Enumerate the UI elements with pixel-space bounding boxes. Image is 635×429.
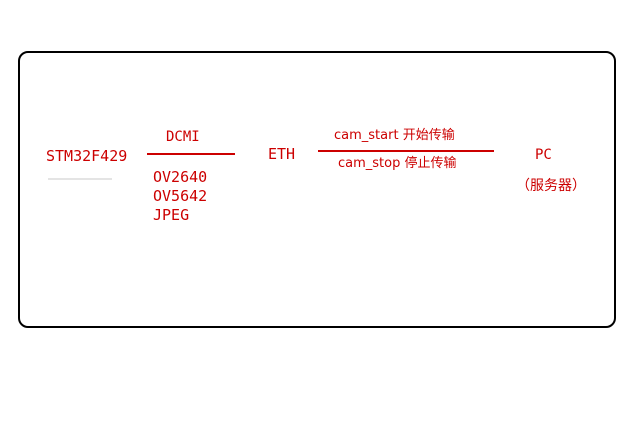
pc-label: PC: [535, 147, 552, 163]
camera-sensor-list: OV2640 OV5642 JPEG: [153, 168, 207, 225]
eth-label: ETH: [268, 145, 296, 163]
sensor-item: OV5642: [153, 187, 208, 205]
sensor-item: OV2640: [153, 168, 208, 186]
cam-stop-label: cam_stop 停止传输: [338, 156, 457, 171]
mcu-underline-shadow: [48, 178, 112, 180]
pc-role-label: （服务器）: [516, 178, 586, 194]
dcmi-label: DCMI: [166, 129, 200, 145]
diagram-frame: [18, 51, 616, 328]
sensor-item: JPEG: [153, 206, 190, 224]
mcu-label: STM32F429: [46, 147, 128, 165]
dcmi-link-line: [147, 153, 235, 155]
eth-pc-link-line: [318, 150, 494, 152]
cam-start-label: cam_start 开始传输: [334, 128, 455, 143]
